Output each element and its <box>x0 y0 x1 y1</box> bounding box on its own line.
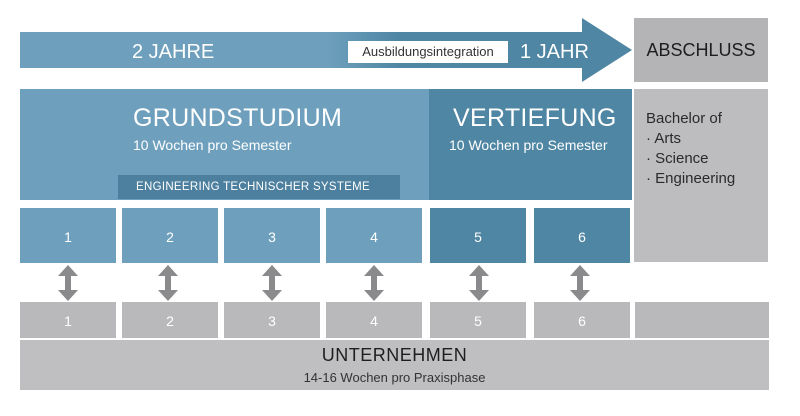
company-phase-box-5: 5 <box>430 302 526 338</box>
double-arrow-icon <box>570 265 590 301</box>
semester-box-2: 2 <box>122 208 218 263</box>
bachelor-item-science: · Science <box>646 150 709 167</box>
bachelor-item-arts: · Arts <box>646 130 682 147</box>
unternehmen-title: UNTERNEHMEN <box>321 345 468 365</box>
company-phase-box-3: 3 <box>224 302 320 338</box>
timeline-arrow <box>20 18 632 82</box>
one-year-label: 1 JAHR <box>520 41 589 63</box>
vertiefung-block: VERTIEFUNG 10 Wochen pro Semester <box>429 89 632 200</box>
double-arrow-icon <box>58 265 78 301</box>
vertiefung-title: VERTIEFUNG <box>453 104 617 132</box>
company-phase-box-2: 2 <box>122 302 218 338</box>
engineering-bar: ENGINEERING TECHNISCHER SYSTEME <box>118 175 400 199</box>
bachelor-box: Bachelor of · Arts · Science · Engineeri… <box>634 89 768 262</box>
semester-box-6: 6 <box>534 208 630 263</box>
company-phase-box-6: 6 <box>534 302 630 338</box>
double-arrow-icon <box>364 265 384 301</box>
bachelor-heading: Bachelor of <box>646 110 722 127</box>
semester-box-3: 3 <box>224 208 320 263</box>
double-arrow-icon <box>469 265 489 301</box>
abschluss-box: ABSCHLUSS <box>634 18 768 82</box>
company-phase-box-4: 4 <box>326 302 422 338</box>
semester-box-1: 1 <box>20 208 116 263</box>
company-phase-box-1: 1 <box>20 302 116 338</box>
unternehmen-box: UNTERNEHMEN 14-16 Wochen pro Praxisphase <box>20 340 769 390</box>
semester-box-4: 4 <box>326 208 422 263</box>
vertiefung-subtitle: 10 Wochen pro Semester <box>449 137 608 153</box>
two-years-label: 2 JAHRE <box>132 41 215 63</box>
double-arrow-icon <box>158 265 178 301</box>
company-blank-box <box>635 302 769 338</box>
semester-box-5: 5 <box>430 208 526 263</box>
double-arrow-icon <box>262 265 282 301</box>
timeline-arrow-shape <box>20 18 632 82</box>
ausbildungsintegration-label: Ausbildungsintegration <box>348 41 508 63</box>
grundstudium-subtitle: 10 Wochen pro Semester <box>133 137 292 153</box>
grundstudium-title: GRUNDSTUDIUM <box>133 104 343 132</box>
bachelor-item-engineering: · Engineering <box>646 170 736 187</box>
unternehmen-subtitle: 14-16 Wochen pro Praxisphase <box>303 370 486 385</box>
